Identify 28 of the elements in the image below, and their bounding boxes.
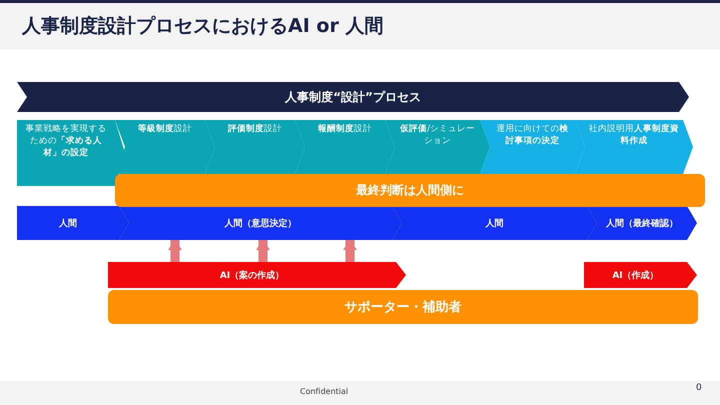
step-label: 社内説明用人事制度資料作成 [589,123,679,147]
step-label: サポーター・補助者 [344,298,462,316]
overlay-band [115,174,705,207]
up-arrow [168,240,182,262]
role-segment [17,206,129,240]
step-label: AI（作成） [612,269,659,282]
step-label: 等級制度設計 [138,123,192,135]
footer-note: Confidential [300,387,348,396]
step-label: 評価制度設計 [228,123,282,135]
up-arrow [256,240,270,262]
step-label: 人間 [59,218,77,230]
step-label: 事業戦略を実現するための「求める人材」の設定 [25,123,107,159]
ai-role-segment [584,262,697,288]
step-label: 報酬制度設計 [318,123,372,135]
ai-role-segment [108,262,406,288]
support-band [108,290,698,324]
up-arrow [343,240,357,262]
step-label: 最終判断は人間側に [356,182,464,199]
slide-title: 人事制度設計プロセスにおけるAI or 人間 [22,14,384,39]
step-label: 人間（意思決定） [224,217,296,230]
process-step [17,120,125,186]
step-label: 人事制度“設計”プロセス [285,88,421,106]
page-number: 0 [696,383,702,393]
step-label: AI（案の作成） [220,269,284,282]
step-label: 人間（最終確認） [606,218,678,230]
step-label: 運用に向けての検討事項の決定 [496,123,570,147]
step-label: 仮評価/シミュレーション [399,123,476,147]
step-label: 人間 [486,218,504,230]
